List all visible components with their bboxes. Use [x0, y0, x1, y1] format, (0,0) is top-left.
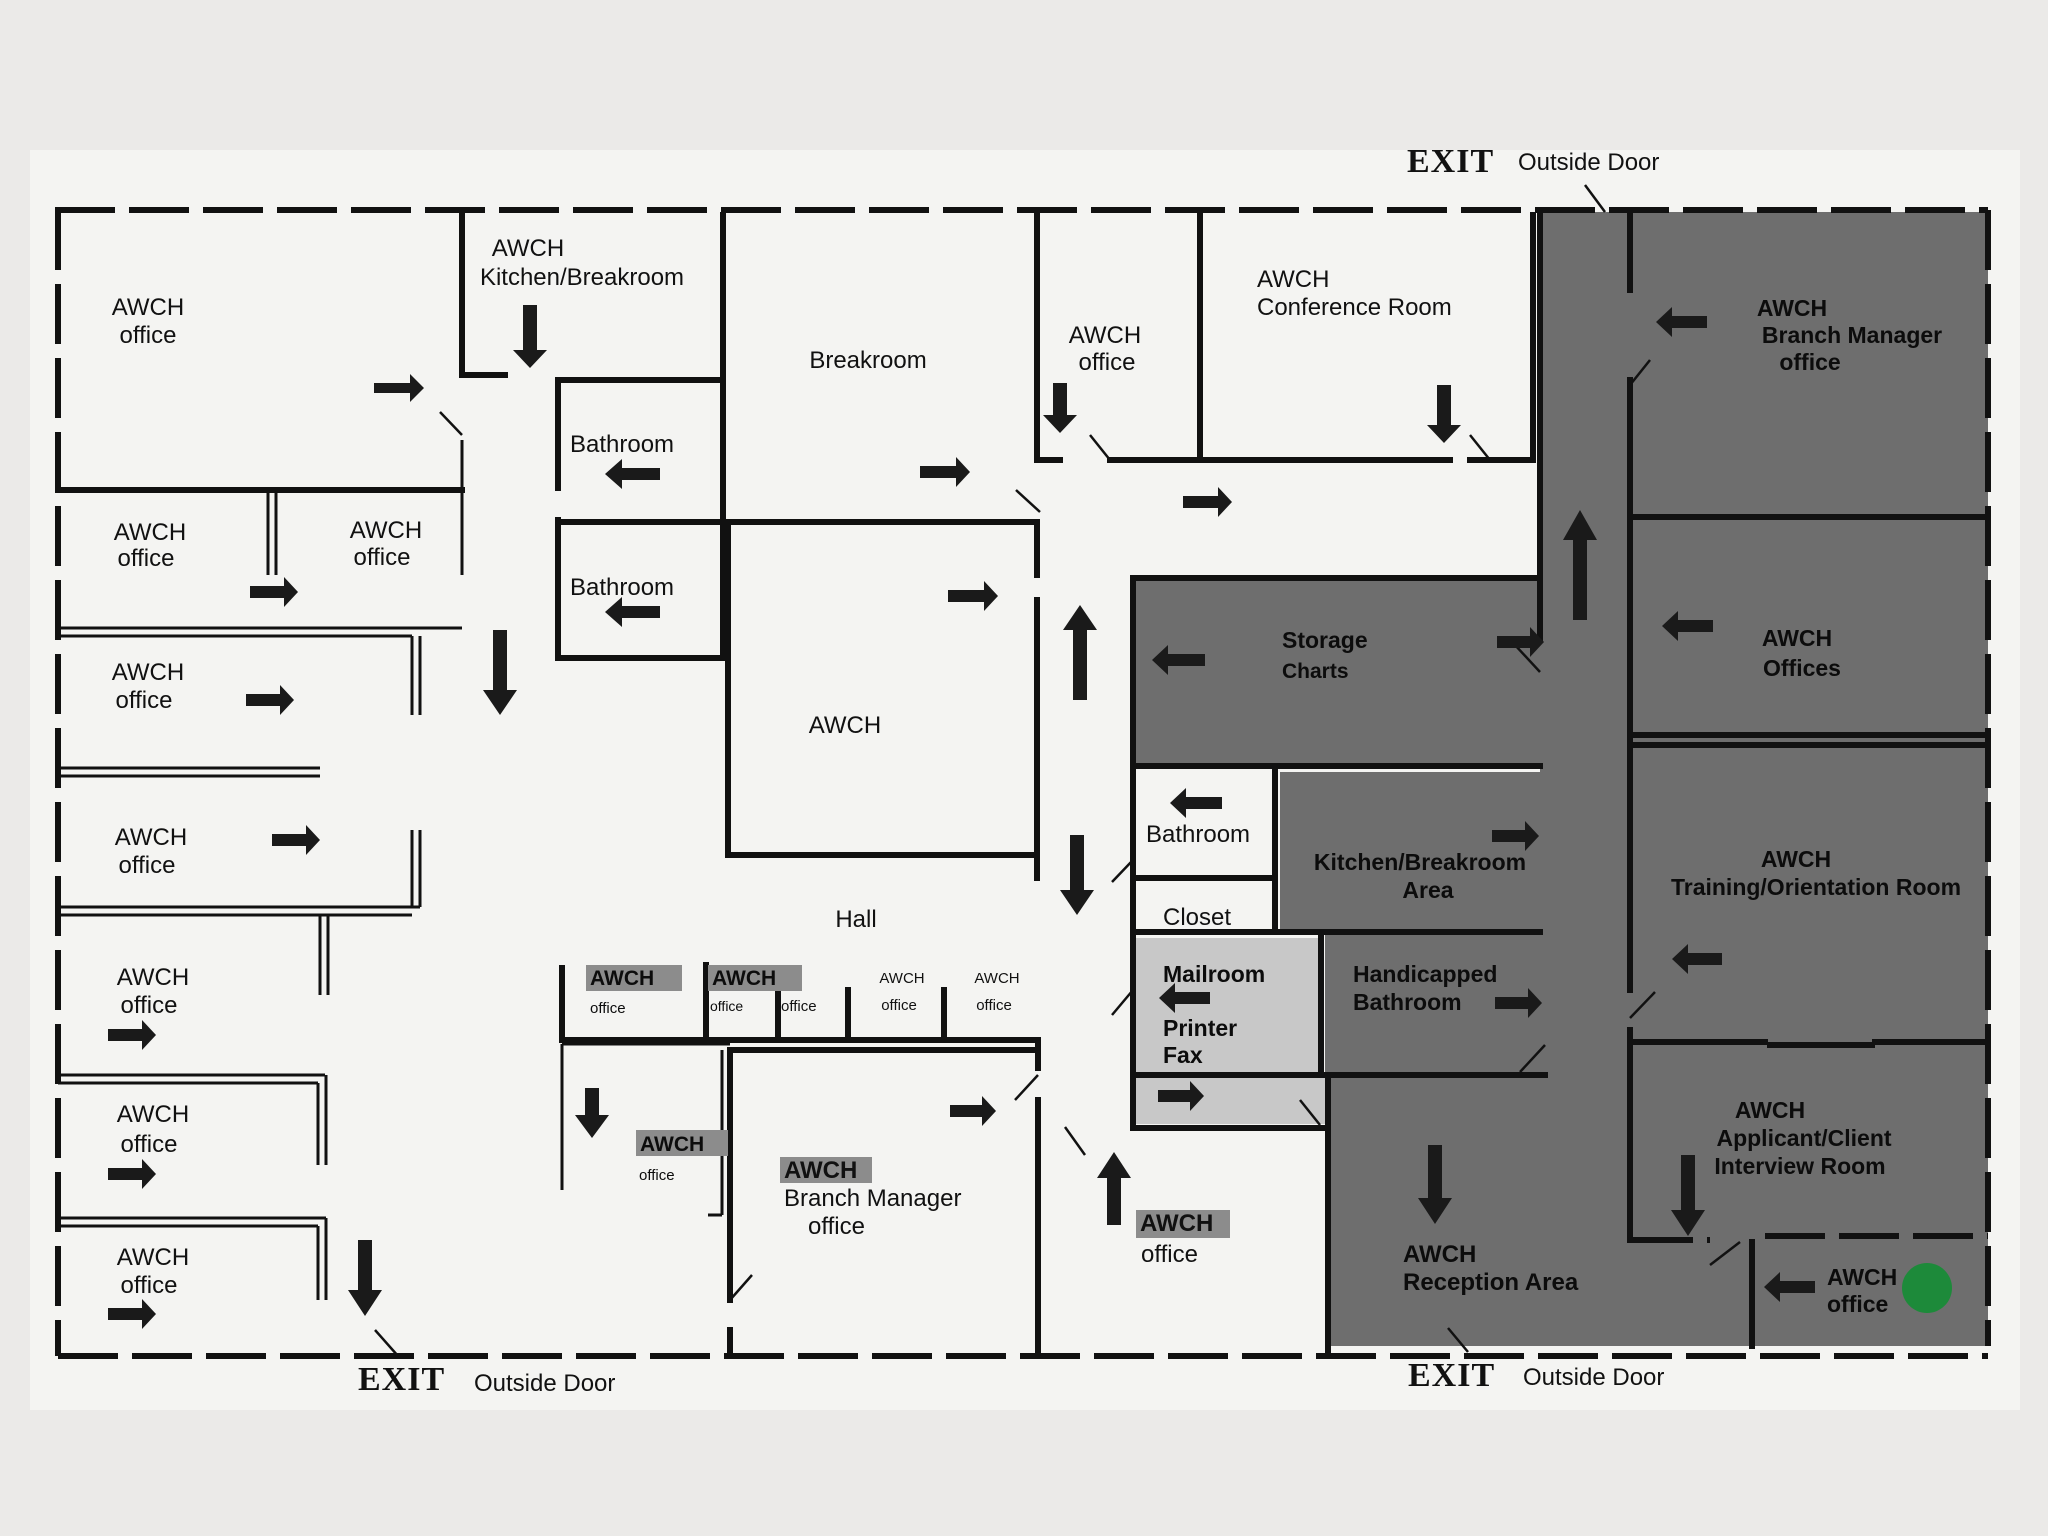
- arrow-up-icon: [1063, 605, 1097, 700]
- arrow-up-icon: [1563, 510, 1597, 620]
- label-highlights: [586, 965, 1230, 1238]
- exit-bottom-left: EXIT Outside Door: [358, 1361, 615, 1398]
- svg-text:Outside Door: Outside Door: [1523, 1364, 1664, 1391]
- arrow-down-icon: [348, 1240, 382, 1316]
- arrow-down-icon: [1043, 383, 1077, 433]
- arrow-down-icon: [1060, 835, 1094, 915]
- small-office-3-label: office: [781, 998, 817, 1015]
- evacuation-arrows: [108, 305, 1815, 1329]
- arrow-right-icon: [1158, 1081, 1204, 1111]
- arrow-up-icon: [1097, 1152, 1131, 1225]
- arrow-left-icon: [1159, 983, 1210, 1013]
- svg-text:Outside Door: Outside Door: [474, 1370, 615, 1397]
- arrow-left-icon: [1170, 788, 1222, 818]
- east-wing-shading: [1133, 212, 1988, 1346]
- arrow-right-icon: [374, 374, 424, 402]
- arrow-right-icon: [108, 1020, 156, 1050]
- arrow-right-icon: [920, 457, 970, 487]
- bathroom-2-label: Bathroom: [570, 574, 674, 601]
- arrow-right-icon: [948, 581, 998, 611]
- arrow-left-icon: [1662, 611, 1713, 641]
- arrow-left-icon: [1152, 645, 1205, 675]
- outer-walls: [55, 207, 1991, 1359]
- svg-text:EXIT: EXIT: [358, 1361, 445, 1398]
- arrow-right-icon: [246, 685, 294, 715]
- bathroom-3-label: Bathroom: [1146, 821, 1250, 848]
- exit-top: EXIT Outside Door: [1407, 143, 1659, 180]
- arrow-down-icon: [483, 630, 517, 715]
- hall-label: Hall: [835, 906, 876, 933]
- arrow-right-icon: [108, 1299, 156, 1329]
- arrow-down-icon: [1671, 1155, 1705, 1236]
- exit-bottom-right: EXIT Outside Door: [1408, 1357, 1664, 1394]
- arrow-right-icon: [272, 825, 320, 855]
- arrow-right-icon: [1183, 487, 1232, 517]
- bathroom-1-label: Bathroom: [570, 431, 674, 458]
- mailroom-shading: [1133, 938, 1321, 1074]
- you-are-here-marker: [1902, 1263, 1952, 1313]
- svg-text:Outside Door: Outside Door: [1518, 149, 1659, 176]
- arrow-left-icon: [1764, 1272, 1815, 1302]
- arrow-left-icon: [605, 459, 660, 489]
- arrow-down-icon: [575, 1088, 609, 1138]
- arrow-right-icon: [250, 577, 298, 607]
- svg-text:EXIT: EXIT: [1407, 143, 1494, 180]
- door-swings: [374, 184, 1741, 1357]
- svg-text:EXIT: EXIT: [1408, 1357, 1495, 1394]
- arrow-down-icon: [1427, 385, 1461, 443]
- arrow-right-icon: [1495, 988, 1542, 1018]
- closet-label: Closet: [1163, 904, 1231, 931]
- arrow-left-icon: [1672, 944, 1722, 974]
- awch-center-label: AWCH: [809, 712, 881, 739]
- arrow-down-icon: [1418, 1145, 1452, 1224]
- arrow-down-icon: [513, 305, 547, 368]
- arrow-left-icon: [605, 597, 660, 627]
- breakroom-label: Breakroom: [809, 347, 926, 374]
- arrow-right-icon: [108, 1159, 156, 1189]
- arrow-right-icon: [1497, 627, 1544, 657]
- arrow-right-icon: [950, 1096, 996, 1126]
- arrow-right-icon: [1492, 821, 1539, 851]
- arrow-left-icon: [1656, 307, 1707, 337]
